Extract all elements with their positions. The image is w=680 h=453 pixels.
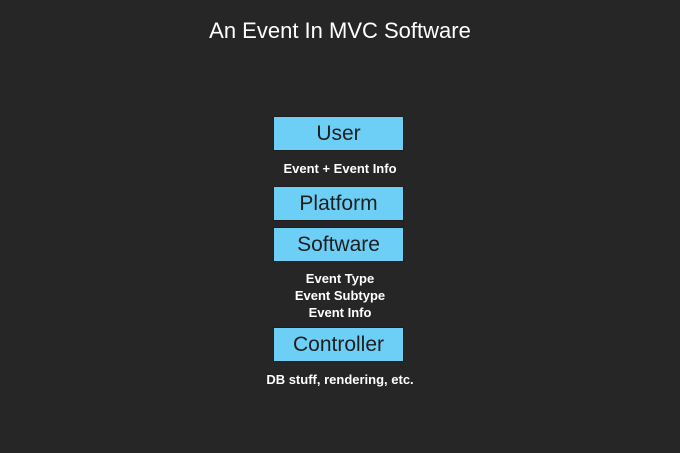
caption-db-stuff: DB stuff, rendering, etc.	[266, 372, 414, 387]
node-controller: Controller	[273, 327, 404, 362]
diagram-title: An Event In MVC Software	[209, 18, 471, 43]
node-software: Software	[273, 227, 404, 262]
node-user: User	[273, 116, 404, 151]
caption-event-subtype: Event Subtype	[294, 288, 386, 303]
caption-event-type: Event Type	[305, 271, 375, 286]
node-platform: Platform	[273, 186, 404, 221]
caption-event-info: Event + Event Info	[283, 161, 397, 176]
caption-event-info-2: Event Info	[308, 305, 372, 320]
